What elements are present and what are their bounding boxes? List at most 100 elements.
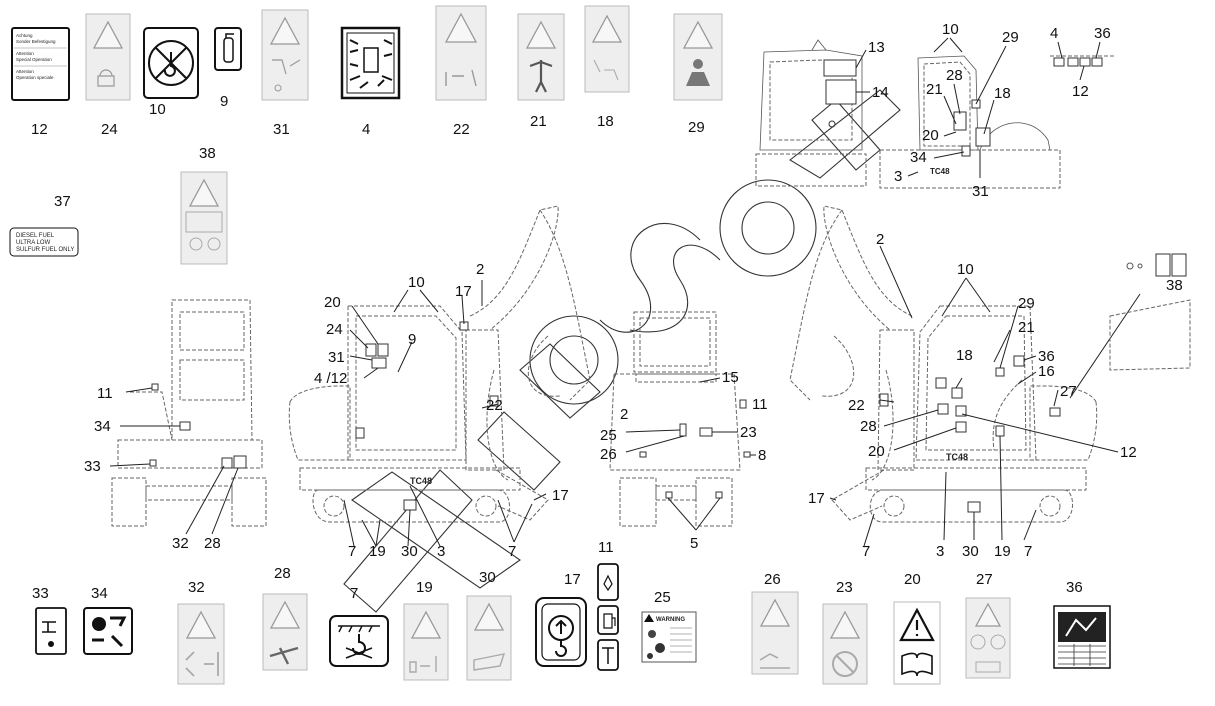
decal-num-30: 30 <box>479 569 496 586</box>
decal-num-34: 34 <box>91 585 108 602</box>
decal-num-22: 22 <box>453 121 470 138</box>
callout-12-top: 12 <box>1072 83 1089 100</box>
callout-18-right: 18 <box>956 347 973 364</box>
callout-20-right: 20 <box>868 443 885 460</box>
callout-4-top: 4 <box>1050 25 1058 42</box>
callout-26-front: 26 <box>600 446 617 463</box>
callout-19-right: 19 <box>994 543 1011 560</box>
decal-36 <box>1053 605 1111 669</box>
callout-10-cab: 10 <box>942 21 959 38</box>
callout-11-rear: 11 <box>97 385 113 402</box>
decal-num-31: 31 <box>273 121 290 138</box>
callout-3-right: 3 <box>936 543 944 560</box>
callout-11-front: 11 <box>752 396 768 413</box>
decal-11 <box>597 563 619 671</box>
decal-26 <box>751 591 799 675</box>
callout-7-left-a: 7 <box>348 543 356 560</box>
callout-10-left: 10 <box>408 274 425 291</box>
callout-23-front: 23 <box>740 424 757 441</box>
decal-text: TC48 <box>946 452 968 462</box>
decal-num-7: 7 <box>350 585 358 602</box>
watermark-s <box>599 222 701 333</box>
callout-21-cab: 21 <box>926 81 943 98</box>
callout-36-right: 36 <box>1038 348 1055 365</box>
cab-side-view: TC48 <box>879 55 1061 189</box>
callout-19-left: 19 <box>369 543 386 560</box>
callout-17-left: 17 <box>455 283 472 300</box>
callout-2-right: 2 <box>876 231 884 248</box>
decal-34 <box>83 607 133 655</box>
decal-num-27: 27 <box>976 571 993 588</box>
watermark <box>343 89 901 613</box>
decal-4 <box>340 26 401 100</box>
callout-33-rear: 33 <box>84 458 101 475</box>
decal-25: WARNING <box>641 611 697 663</box>
callout-31-cab: 31 <box>972 183 989 200</box>
callout-4-12-left: 4 /12 <box>314 370 347 387</box>
decal-text: Operation speciale <box>16 75 54 80</box>
decal-num-26: 26 <box>764 571 781 588</box>
watermark-o2 <box>719 179 817 277</box>
decal-text: TC48 <box>930 167 950 176</box>
cab-rear-view <box>755 39 867 187</box>
left-side-machine: TC48 <box>288 205 591 523</box>
callout-17-right: 17 <box>808 490 825 507</box>
callout-8-front: 8 <box>758 447 766 464</box>
decal-9 <box>214 27 242 71</box>
decal-num-18: 18 <box>597 113 614 130</box>
callout-36-top: 36 <box>1094 25 1111 42</box>
top-right-decal-strip <box>1050 55 1114 67</box>
decal-10 <box>143 27 199 99</box>
callout-18-cab: 18 <box>994 85 1011 102</box>
decal-22 <box>435 5 487 101</box>
decal-21 <box>517 13 565 101</box>
decal-28 <box>262 593 308 671</box>
watermark-o-inner <box>549 335 599 385</box>
callout-34-cab: 34 <box>910 149 927 166</box>
callout-20-cab: 20 <box>922 127 939 144</box>
callout-28-cab: 28 <box>946 67 963 84</box>
decal-text: Attention <box>16 69 34 74</box>
callout-30-left: 30 <box>401 543 418 560</box>
decal-num-29: 29 <box>688 119 705 136</box>
decal-num-37: 37 <box>54 193 71 210</box>
callout-16-right: 16 <box>1038 363 1055 380</box>
decal-num-36: 36 <box>1066 579 1083 596</box>
watermark-t <box>477 343 601 491</box>
decal-24 <box>85 13 131 101</box>
callout-38-right: 38 <box>1166 277 1183 294</box>
decal-num-38: 38 <box>199 145 216 162</box>
decal-37: DIESEL FUEL ULTRA LOW SULFUR FUEL ONLY <box>9 227 79 257</box>
decal-text: Special Operation <box>16 57 52 62</box>
decal-31 <box>261 9 309 101</box>
decal-text: Attention <box>16 51 34 56</box>
watermark-s2 <box>629 244 721 333</box>
callout-2-left: 2 <box>476 261 484 278</box>
decal-27 <box>965 597 1011 679</box>
decal-text: WARNING <box>656 617 685 623</box>
callout-21-right: 21 <box>1018 319 1035 336</box>
decal-23 <box>822 603 868 685</box>
decal-num-32: 32 <box>188 579 205 596</box>
decal-32 <box>177 603 225 685</box>
right-side-machine: TC48 <box>789 205 1098 523</box>
callout-17-left-b: 17 <box>552 487 569 504</box>
decal-num-24: 24 <box>101 121 118 138</box>
decal-29 <box>673 13 723 101</box>
callout-25-front: 25 <box>600 427 617 444</box>
callout-2-front: 2 <box>620 406 628 423</box>
decal-num-19: 19 <box>416 579 433 596</box>
decal-38-detail <box>1109 253 1191 371</box>
decal-19 <box>403 603 449 681</box>
callout-30-right: 30 <box>962 543 979 560</box>
decal-33 <box>35 607 67 655</box>
decal-num-10: 10 <box>149 101 166 118</box>
callout-27-right: 27 <box>1060 383 1077 400</box>
callout-13: 13 <box>868 39 885 56</box>
decal-17 <box>535 597 587 667</box>
callout-28-rear: 28 <box>204 535 221 552</box>
decal-text: Achtung <box>16 33 33 38</box>
callout-7-right-a: 7 <box>862 543 870 560</box>
decal-text: Sonder Befestigung <box>16 39 56 44</box>
front-view-machine <box>609 311 751 527</box>
